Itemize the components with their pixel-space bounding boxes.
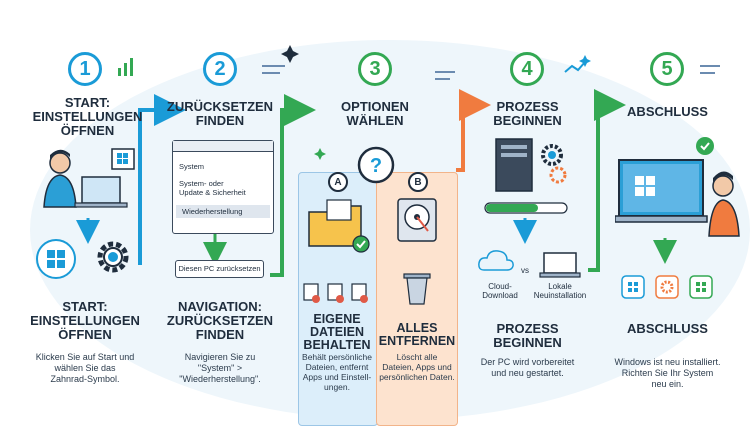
step-5-heading: ABSCHLUSS xyxy=(627,321,708,336)
app-icons xyxy=(621,275,713,299)
step-5-description: Windows ist neu installiert. Richten Sie… xyxy=(614,357,721,389)
install-vs: vs xyxy=(521,266,529,275)
step-1-description: Klicken Sie auf Start und wählen Sie das… xyxy=(35,352,135,384)
step-2-heading: NAVIGATION: ZURÜCKSETZEN FINDEN xyxy=(166,299,274,342)
reset-pc-button[interactable]: Diesen PC zurücksetzen xyxy=(175,260,264,278)
arrow-2-3 xyxy=(270,94,316,277)
cloud-download-label: Cloud- Download xyxy=(482,282,518,300)
option-b-heading: ALLES ENTFERNEN xyxy=(378,321,456,348)
laptop-icon xyxy=(539,252,581,278)
option-a-description: Behält persönliche Dateien, entfernt App… xyxy=(302,352,372,392)
option-b-description: Löscht alle Dateien, Apps und persönlich… xyxy=(379,352,455,382)
step-1-title: START: EINSTELLUNGEN ÖFFNEN xyxy=(32,95,143,138)
step-5-badge: 5 xyxy=(650,52,684,86)
step-1-badge: 1 xyxy=(68,52,102,86)
option-a-heading: EIGENE DATEIEN BEHALTEN xyxy=(303,312,371,352)
computer-tower-icon xyxy=(495,138,567,192)
menu-item-update[interactable]: System- oder Update & Sicherheit xyxy=(179,179,246,197)
step-3-title: OPTIONEN WÄHLEN xyxy=(341,99,409,128)
step-4-description: Der PC wird vorbereitet und neu gestarte… xyxy=(480,357,575,378)
arrow-4-5 xyxy=(588,89,626,272)
step-3-badge: 3 xyxy=(358,52,392,86)
menu-item-system[interactable]: System xyxy=(179,162,205,171)
step-1-heading: START: EINSTELLUNGEN ÖFFNEN xyxy=(30,299,140,342)
step-2-title: ZURÜCKSETZEN FINDEN xyxy=(166,99,274,128)
option-a-badge: A xyxy=(328,172,348,192)
laptop-person-icon xyxy=(615,137,740,237)
option-b-badge: B xyxy=(408,172,428,192)
progress-bar xyxy=(484,202,568,214)
step-2-badge: 2 xyxy=(203,52,237,86)
hard-drive-icon xyxy=(397,198,437,242)
step-5-title: ABSCHLUSS xyxy=(627,104,708,119)
local-reinstall-label: Lokale Neuinstallation xyxy=(533,282,587,300)
windows-start-icon xyxy=(36,239,76,279)
arrow-3-4 xyxy=(456,89,491,172)
cloud-download-icon xyxy=(478,250,514,271)
folder-icon xyxy=(308,199,370,253)
person-laptop-icon xyxy=(43,148,135,208)
step-4-heading: PROZESS BEGINNEN xyxy=(493,321,562,350)
question-icon: ? xyxy=(357,146,395,184)
step-4-badge: 4 xyxy=(510,52,544,86)
arrow-1-2 xyxy=(138,94,186,265)
svg-text:?: ? xyxy=(370,155,382,177)
step-4-title: PROZESS BEGINNEN xyxy=(493,99,562,128)
gear-icon xyxy=(97,241,129,273)
settings-window: System System- oder Update & Sicherheit … xyxy=(172,140,274,234)
step-2-description: Navigieren Sie zu "System" > "Wiederhers… xyxy=(179,352,261,384)
files-kept-icons xyxy=(303,283,368,303)
menu-item-recovery[interactable]: Wiederherstellung xyxy=(176,205,270,218)
trash-icon xyxy=(403,273,431,305)
